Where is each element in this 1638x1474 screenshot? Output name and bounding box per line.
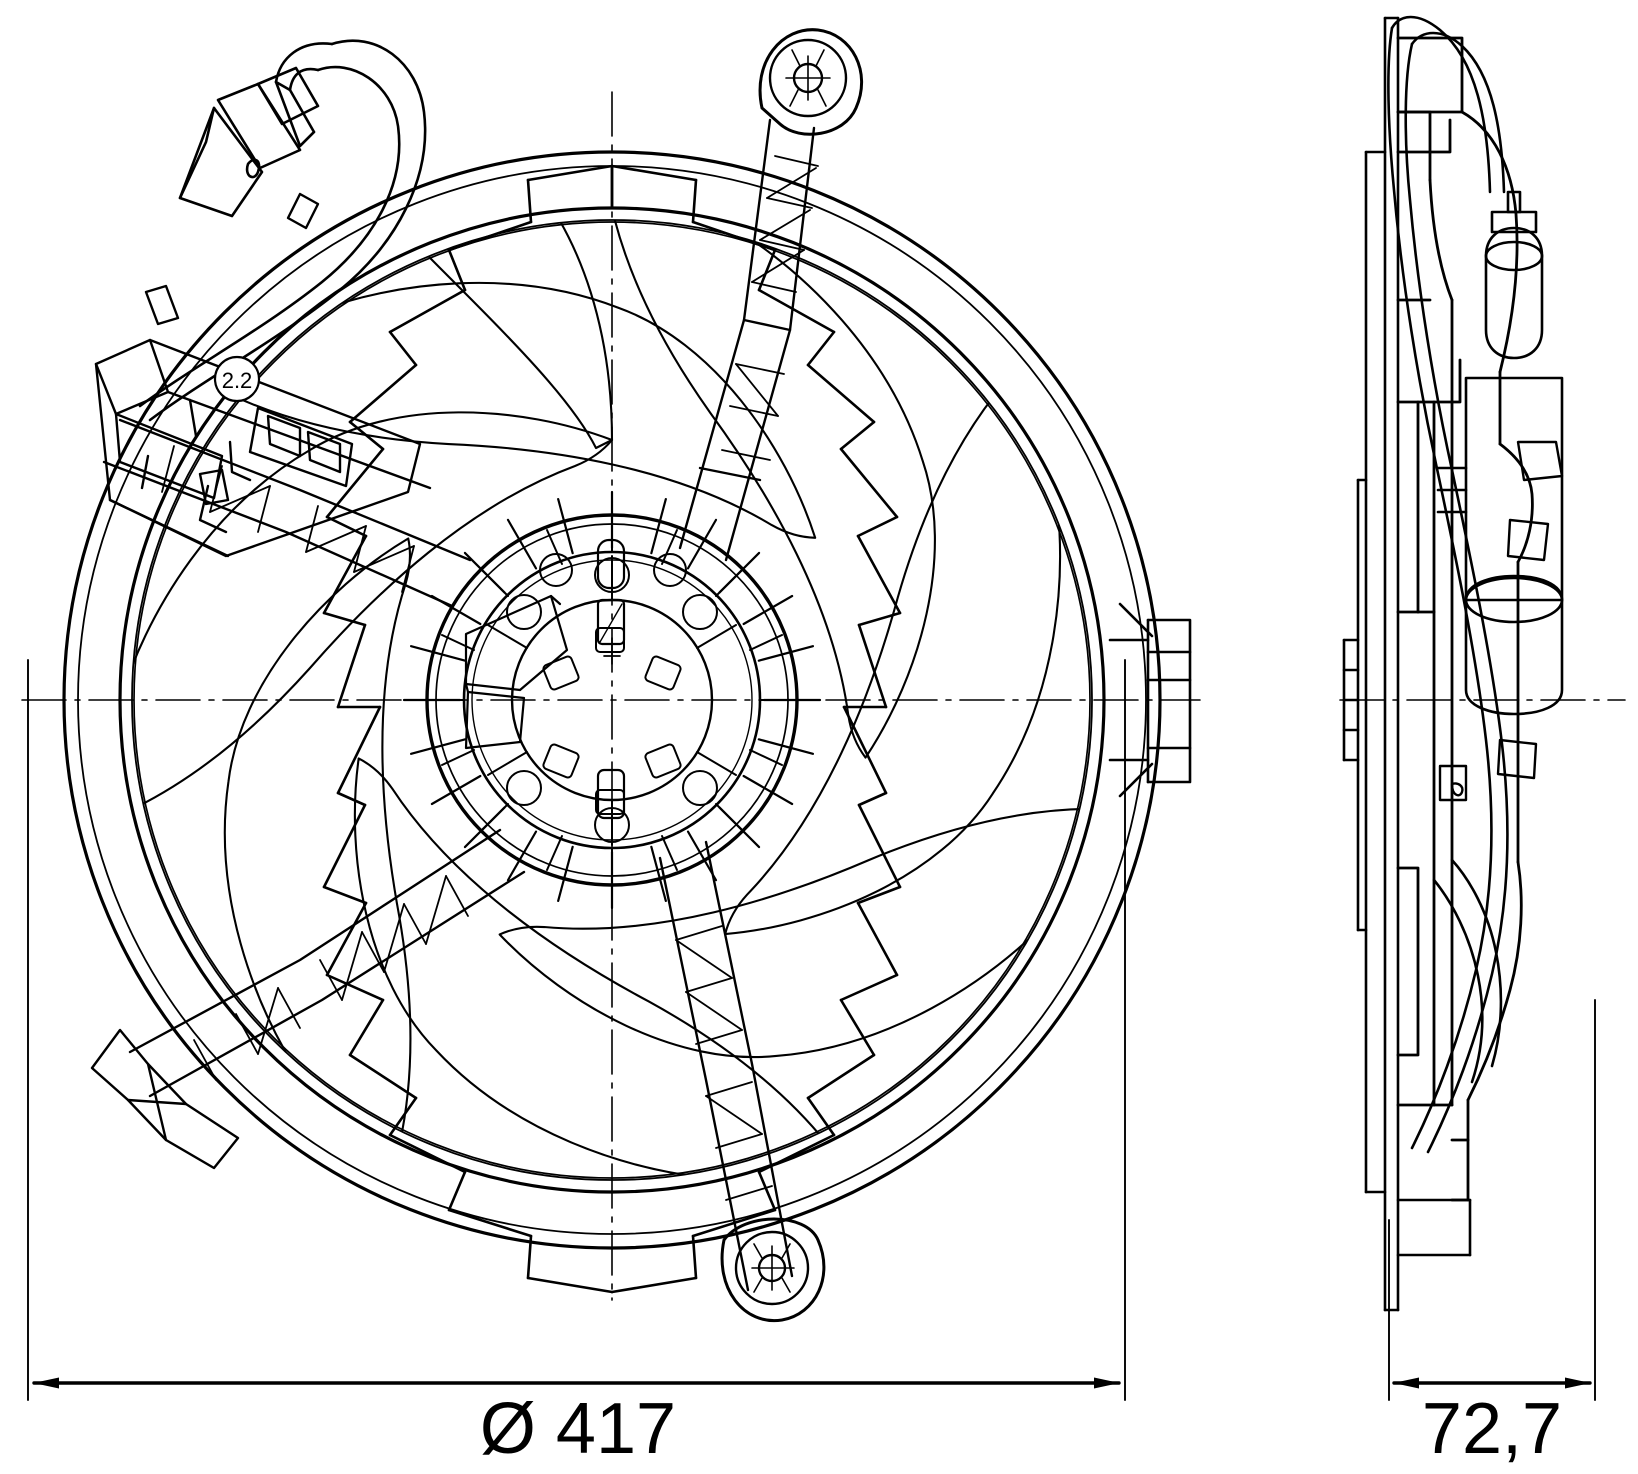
shroud-side-mount-tab — [1108, 602, 1192, 798]
hub-cover-plate — [464, 594, 569, 750]
front-view: 2.2 Ø 417 — [21, 28, 1201, 1469]
shroud-truss-web — [322, 164, 902, 1294]
centerlines — [21, 91, 1201, 1301]
motor-bracket-plate — [94, 338, 432, 558]
shroud-lower-left-foot — [90, 1028, 240, 1170]
fan-blade — [223, 537, 412, 1171]
dimension-label-depth: 72,7 — [1422, 1389, 1562, 1469]
side-fan-ring-profile — [1450, 110, 1534, 1202]
spider-arm-upper-right — [678, 118, 816, 562]
hub-spokes — [487, 555, 737, 846]
shroud-spider-arms — [102, 118, 819, 1292]
side-lower-detail — [1396, 858, 1503, 1257]
fan-blade — [132, 411, 614, 822]
hub-vent-holes — [506, 553, 718, 843]
detail-balloon-label: 2.2 — [222, 368, 253, 393]
hub-shaft-detail — [603, 637, 621, 665]
blade-tip-circle — [133, 221, 1091, 1179]
electrical-connector-plug — [178, 66, 320, 218]
shroud-ring — [62, 150, 1162, 1294]
side-shroud-body — [1396, 36, 1464, 1107]
mounting-eyelet-top — [758, 28, 864, 136]
dimension-label-diameter: Ø 417 — [480, 1389, 676, 1469]
spider-arm-upper-left — [102, 418, 472, 608]
detail-balloon-2-2: 2.2 — [213, 355, 261, 403]
dimension-overall-diameter: Ø 417 — [27, 659, 1126, 1469]
shroud-outer-circle — [62, 150, 1162, 1250]
shroud-radial-struts — [402, 490, 822, 910]
dimension-overall-depth: 72,7 — [1388, 999, 1596, 1469]
shroud-inner-circle-inner — [131, 219, 1093, 1181]
fan-blade-group — [132, 220, 1092, 1180]
mounting-eyelet-bottom — [720, 1217, 826, 1323]
fan-blade — [605, 220, 936, 759]
side-shroud-flange — [1342, 16, 1400, 1312]
fan-blade — [284, 220, 614, 450]
side-motor-barrel — [1436, 190, 1564, 716]
side-cable-route — [1387, 15, 1509, 1154]
fan-blade — [498, 807, 1092, 1059]
side-bracket-clips — [1438, 440, 1564, 802]
side-view: 72,7 — [1339, 15, 1626, 1469]
spider-arm-lower-left — [128, 828, 526, 1098]
hub-hatch-detail — [599, 603, 623, 643]
